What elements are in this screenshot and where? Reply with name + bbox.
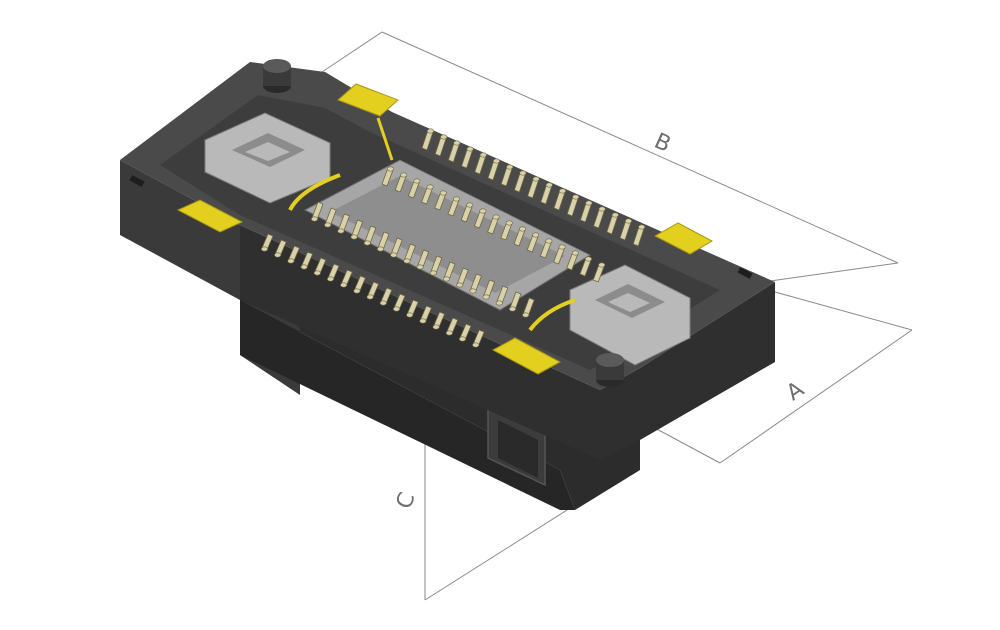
pin-front-inner-head xyxy=(508,306,516,312)
pin-rear-outer-head xyxy=(492,158,500,164)
pin-rear-outer-head xyxy=(638,224,646,230)
hold-down-tab-rear-right xyxy=(653,222,714,255)
gold-rail-rear xyxy=(376,117,394,161)
rim-notch-left xyxy=(129,175,145,187)
pin-front-outer-head xyxy=(406,312,414,318)
pin-rear-outer-head xyxy=(466,146,474,152)
gold-rail-left xyxy=(288,173,341,211)
pin-front-inner-head xyxy=(310,216,318,222)
pin-rear-inner-head xyxy=(466,202,474,208)
central-insulator-channel xyxy=(330,176,565,293)
pin-front-inner-head xyxy=(416,264,424,270)
pin-rear-outer-head xyxy=(558,188,566,194)
pin-front-inner-head xyxy=(482,294,490,300)
pin-rear-outer-head xyxy=(572,194,580,200)
base-window-inner xyxy=(498,420,538,478)
pin-front-inner-head xyxy=(390,252,398,258)
pin-front-inner-head xyxy=(363,240,371,246)
hold-down-tabs xyxy=(176,83,714,375)
pin-rear-outer-head xyxy=(545,182,553,188)
pin-front-outer-head xyxy=(458,336,466,342)
pin-front-outer-head xyxy=(379,300,387,306)
pin-rear-outer-head xyxy=(624,218,632,224)
pin-rear-inner-head xyxy=(558,244,566,250)
pin-rear-outer-head xyxy=(532,176,540,182)
pin-rear-inner-head xyxy=(452,196,460,202)
pin-front-inner-head xyxy=(324,222,332,228)
connector-body xyxy=(120,59,775,510)
pin-rear-outer-head xyxy=(598,206,606,212)
pin-rear-inner-head xyxy=(492,214,500,220)
pin-front-inner-head xyxy=(403,258,411,264)
pin-front-outer-head xyxy=(392,306,400,312)
dimension-b-line xyxy=(381,31,899,264)
pin-front-outer-head xyxy=(366,294,374,300)
right-alignment-post xyxy=(596,353,624,387)
dimension-label-c: C xyxy=(392,489,421,512)
dimension-b-extension-left xyxy=(321,31,383,73)
pin-front-inner-head xyxy=(469,288,477,294)
pin-rear-outer-head xyxy=(506,164,514,170)
pin-rear-outer-head xyxy=(519,170,527,176)
pin-front-outer-head xyxy=(313,270,321,276)
dimension-a-extension-top xyxy=(774,291,913,331)
left-latch-slot-inner xyxy=(245,142,290,161)
dimension-b-extension-right xyxy=(762,262,899,283)
pin-rear-inner-head xyxy=(413,178,421,184)
pin-front-outer-head xyxy=(353,288,361,294)
pin-front-inner-head xyxy=(442,276,450,282)
pin-front-outer-head xyxy=(432,324,440,330)
pin-front-outer-head xyxy=(260,246,268,252)
pin-front-inner-head xyxy=(522,312,530,318)
pin-rear-inner-head xyxy=(571,250,579,256)
hold-down-tab-front-right xyxy=(491,337,562,375)
pin-rear-inner-head xyxy=(584,256,592,262)
housing-front-face xyxy=(240,225,775,460)
pin-rear-inner-head xyxy=(439,190,447,196)
housing-left-face xyxy=(120,160,240,300)
pin-rear-inner-head xyxy=(545,238,553,244)
pin-front-inner-head xyxy=(350,234,358,240)
pin-rear-inner-head xyxy=(426,184,434,190)
pin-rear-inner-head xyxy=(505,220,513,226)
pin-rear-inner-head xyxy=(532,232,540,238)
pin-rear-inner-head xyxy=(386,166,394,172)
dimension-label-a: A xyxy=(782,377,808,406)
pin-rear-inner-head xyxy=(479,208,487,214)
gold-rail-right xyxy=(528,298,576,332)
pin-front-inner-head xyxy=(429,270,437,276)
pin-rear-outer-head xyxy=(585,200,593,206)
pin-front-inner-head xyxy=(495,300,503,306)
pin-front-outer-head xyxy=(287,258,295,264)
pin-rear-inner-head xyxy=(400,172,408,178)
pin-rear-inner-head xyxy=(598,262,606,268)
pin-front-outer-head xyxy=(274,252,282,258)
dimension-a-line xyxy=(719,329,913,464)
dimension-c-extension-bottom xyxy=(424,504,576,601)
rim-notch-right xyxy=(737,267,753,279)
hold-down-tab-front-left xyxy=(176,199,244,233)
hold-down-tab-rear-left xyxy=(337,83,399,117)
pin-front-outer-head xyxy=(300,264,308,270)
pin-rear-outer-head xyxy=(440,134,448,140)
pin-front-outer-head xyxy=(340,282,348,288)
pin-front-outer-head xyxy=(326,276,334,282)
left-alignment-post xyxy=(263,59,291,93)
pin-rear-outer-head xyxy=(426,128,434,134)
pin-front-inner-head xyxy=(456,282,464,288)
pin-rear-outer-head xyxy=(453,140,461,146)
pin-front-inner-head xyxy=(376,246,384,252)
pin-rear-inner-head xyxy=(518,226,526,232)
pin-rear-outer-head xyxy=(479,152,487,158)
pin-rear-outer-head xyxy=(611,212,619,218)
pin-front-outer-head xyxy=(419,318,427,324)
right-latch-slot-inner xyxy=(608,293,650,312)
pin-front-outer-head xyxy=(445,330,453,336)
contact-pins xyxy=(260,128,646,348)
pin-front-inner-head xyxy=(337,228,345,234)
pin-front-outer-head xyxy=(472,342,480,348)
